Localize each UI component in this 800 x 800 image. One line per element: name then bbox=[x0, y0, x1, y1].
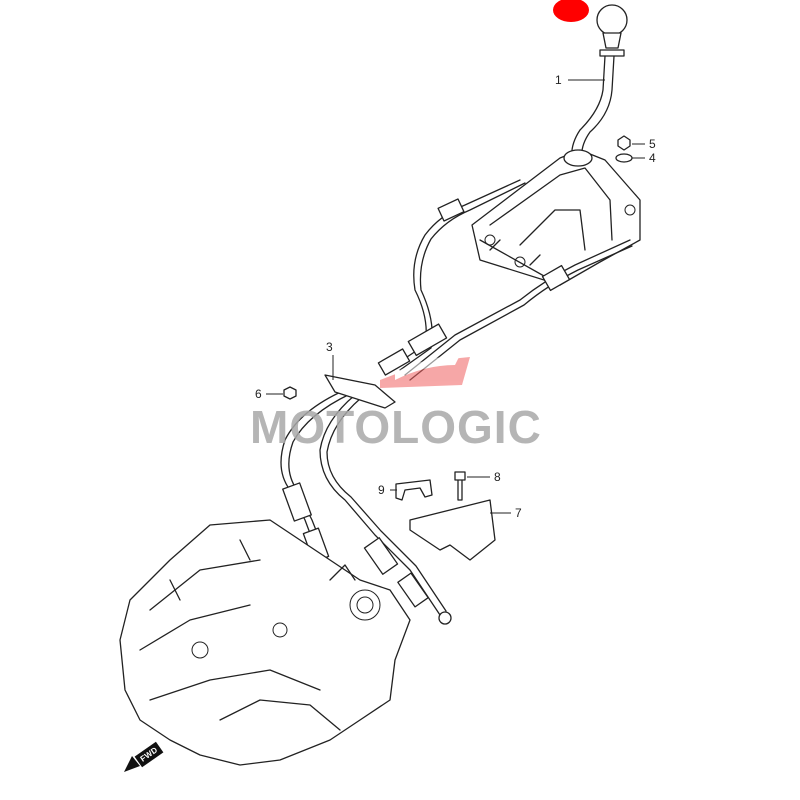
callout-5[interactable]: 5 bbox=[649, 137, 656, 151]
bracket-part-7 bbox=[409, 499, 496, 561]
shifter-housing bbox=[471, 149, 641, 286]
callout-7[interactable]: 7 bbox=[515, 506, 522, 520]
transmission-case bbox=[119, 519, 411, 766]
watermark-logo bbox=[380, 355, 470, 388]
clip-part-9 bbox=[395, 479, 433, 501]
callout-3[interactable]: 3 bbox=[326, 340, 333, 354]
shift-cables bbox=[280, 179, 633, 625]
cable-bracket-part-3 bbox=[324, 374, 396, 409]
watermark-text: MOTOLOGIC bbox=[250, 401, 542, 453]
leader-lines bbox=[266, 79, 645, 514]
fwd-arrow-icon bbox=[124, 756, 140, 772]
callout-8[interactable]: 8 bbox=[494, 470, 501, 484]
nut-part-5 bbox=[617, 135, 631, 151]
washer-part-4 bbox=[615, 153, 633, 163]
callout-1[interactable]: 1 bbox=[555, 73, 562, 87]
shift-lever bbox=[571, 4, 628, 161]
bolt-part-8 bbox=[454, 471, 466, 501]
bolt-part-6 bbox=[283, 386, 297, 400]
red-marker bbox=[553, 0, 589, 22]
callout-9[interactable]: 9 bbox=[378, 483, 385, 497]
callout-4[interactable]: 4 bbox=[649, 151, 656, 165]
callout-6[interactable]: 6 bbox=[255, 387, 262, 401]
